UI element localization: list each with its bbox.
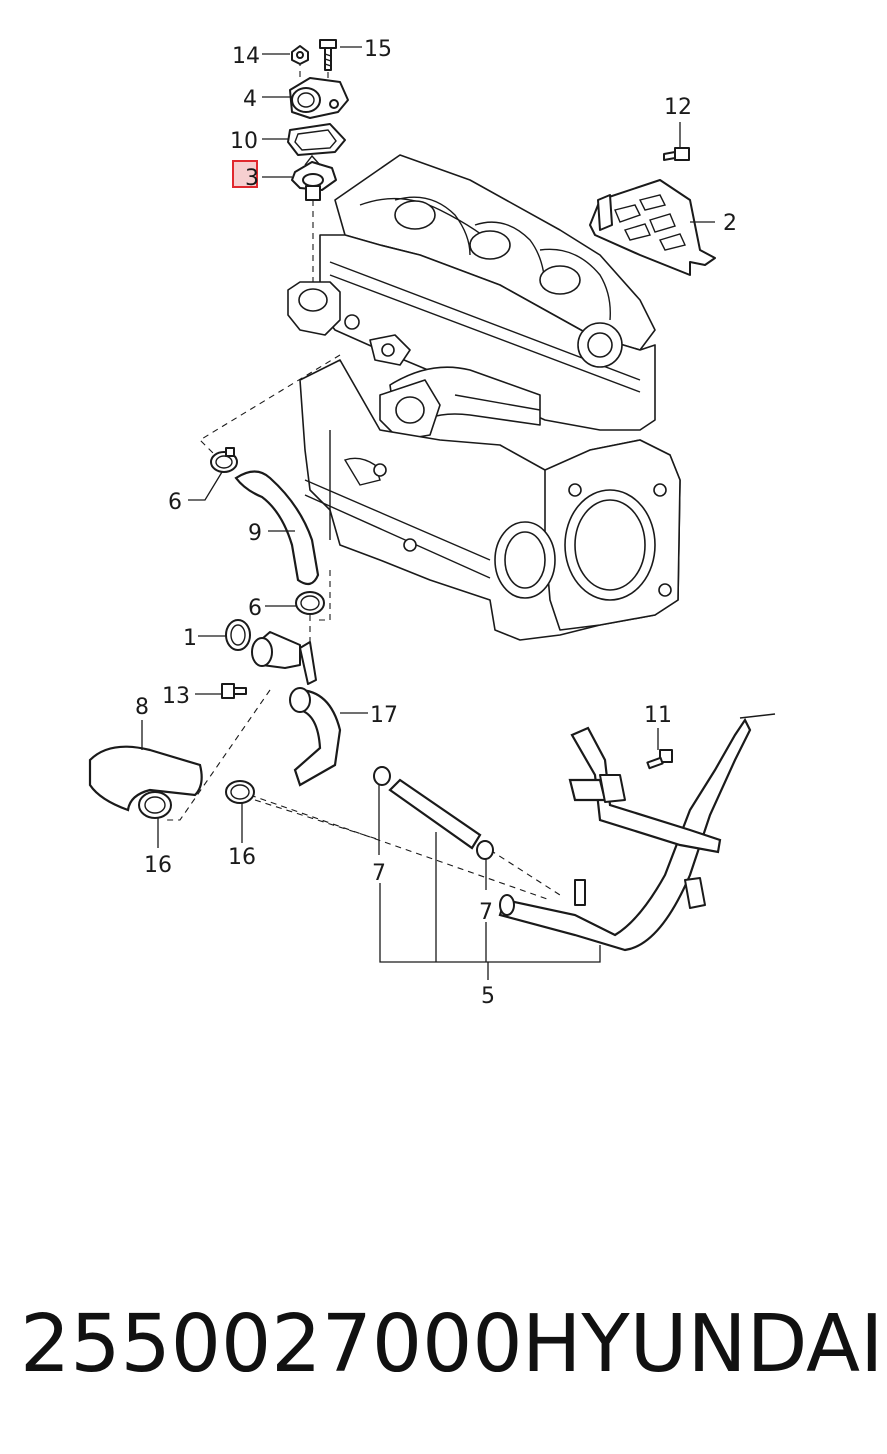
part-13-bolt[interactable] — [221, 683, 247, 699]
part-14-nut[interactable] — [291, 45, 309, 65]
part-17-pipe-fitting[interactable] — [251, 631, 342, 787]
callout-8[interactable]: 8 — [135, 695, 149, 720]
part-16-clamp-left[interactable] — [138, 791, 172, 819]
callout-11[interactable]: 11 — [644, 703, 672, 728]
engine-block-illustration — [287, 154, 681, 641]
callout-3[interactable]: 3 — [245, 166, 259, 191]
callout-leader-lines — [141, 46, 715, 980]
part-7-clamp-left[interactable] — [373, 766, 391, 786]
callout-6-upper[interactable]: 6 — [168, 490, 182, 515]
part-1-o-ring[interactable] — [225, 619, 251, 651]
part-5-water-pipe-assembly[interactable] — [498, 713, 776, 952]
callout-9[interactable]: 9 — [248, 521, 262, 546]
part-6-clamp-lower[interactable] — [295, 591, 325, 615]
callout-15[interactable]: 15 — [364, 37, 392, 62]
part-5-hose-section[interactable] — [388, 778, 482, 850]
part-15-bolt[interactable] — [319, 39, 337, 71]
part-16-clamp-right[interactable] — [225, 780, 255, 804]
assembly-guide-lines — [165, 50, 561, 901]
part-number: 2550027000 — [20, 1298, 523, 1390]
part-10-gasket[interactable] — [287, 123, 346, 156]
part-7-clamp-right[interactable] — [476, 840, 494, 860]
part-12-bolt[interactable] — [663, 147, 690, 161]
brand-name: HYUNDAI — [522, 1298, 884, 1390]
callout-6-lower[interactable]: 6 — [248, 596, 262, 621]
part-9-hose[interactable] — [234, 470, 320, 586]
part-8-hose[interactable] — [88, 745, 203, 812]
part-6-clamp-upper[interactable] — [210, 447, 238, 473]
callout-14[interactable]: 14 — [232, 44, 260, 69]
callout-labels: 14 15 4 10 3 12 2 6 9 6 1 13 17 8 11 16 … — [135, 37, 737, 1009]
footer-caption: 2550027000 HYUNDAI — [20, 1298, 883, 1398]
callout-16-left[interactable]: 16 — [144, 853, 172, 878]
callout-7-right[interactable]: 7 — [479, 900, 493, 925]
callout-17[interactable]: 17 — [370, 703, 398, 728]
callout-10[interactable]: 10 — [230, 129, 258, 154]
callout-5[interactable]: 5 — [481, 984, 495, 1009]
callout-2[interactable]: 2 — [723, 211, 737, 236]
callout-13[interactable]: 13 — [162, 684, 190, 709]
part-2-bracket[interactable] — [589, 179, 716, 276]
callout-4[interactable]: 4 — [243, 87, 257, 112]
callout-16-right[interactable]: 16 — [228, 845, 256, 870]
part-4-thermostat-cover[interactable] — [289, 77, 349, 119]
callout-1[interactable]: 1 — [183, 626, 197, 651]
part-11-bolt[interactable] — [646, 749, 673, 770]
callout-3-highlight — [232, 160, 258, 188]
part-3-thermostat[interactable] — [291, 154, 337, 201]
callout-7-left[interactable]: 7 — [372, 861, 386, 886]
callout-12[interactable]: 12 — [664, 95, 692, 120]
